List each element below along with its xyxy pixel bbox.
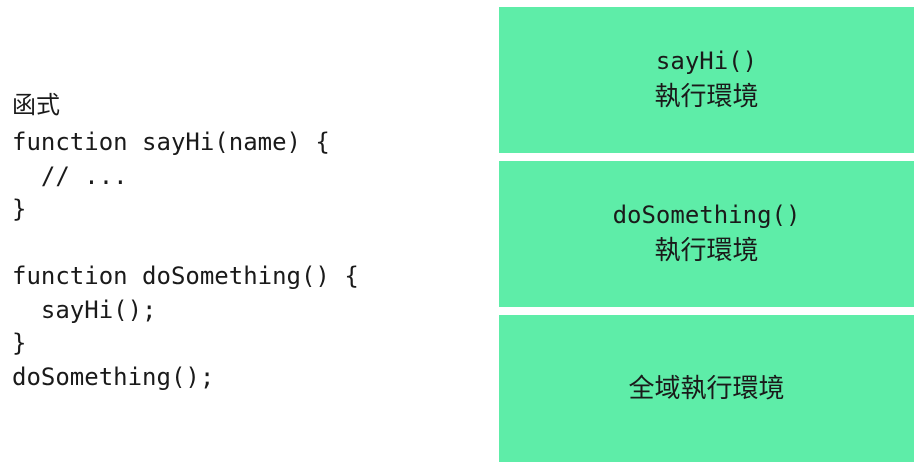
stack-frame-dosomething: doSomething() 執行環境 [499,161,914,307]
code-block: function sayHi(name) { // ...} function d… [12,126,482,394]
code-panel: 函式 function sayHi(name) { // ...}functio… [12,88,482,394]
execution-context-stack: sayHi() 執行環境 doSomething() 執行環境 全域執行環境 [499,7,914,462]
code-line: // ... [12,161,128,190]
code-line: function doSomething() { [12,262,359,290]
code-line: } [12,329,27,357]
frame-label: 執行環境 [654,82,759,112]
stack-frame-sayhi: sayHi() 執行環境 [499,7,914,153]
frame-function-name: doSomething() [612,201,801,229]
frame-label: 執行環境 [654,236,759,266]
code-line [12,227,482,261]
frame-label: 全域執行環境 [628,373,785,404]
frame-function-name: sayHi() [655,47,758,75]
code-line: doSomething(); [12,362,215,391]
code-line: sayHi(); [12,295,157,324]
code-heading: 函式 [12,91,60,119]
stack-frame-global: 全域執行環境 [499,315,914,462]
code-line: } [12,195,27,223]
code-line: function sayHi(name) { [12,128,330,156]
